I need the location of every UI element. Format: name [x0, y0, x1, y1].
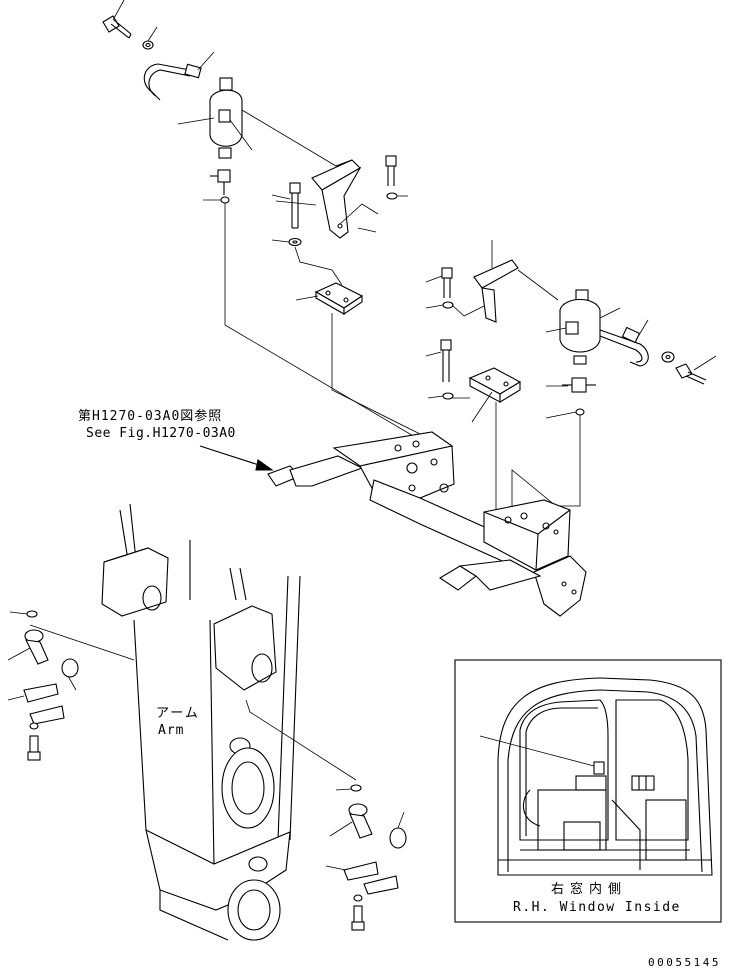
leader-line: [7, 647, 31, 661]
assembly-line: [451, 304, 485, 317]
o-ring-right: [575, 408, 585, 416]
accumulator-upper-left: [209, 77, 243, 159]
pipe-route-line: [511, 415, 581, 507]
leader-line: [295, 295, 319, 301]
inset-frame: [454, 659, 722, 923]
reference-label-en: See Fig.H1270-03A0: [86, 426, 236, 441]
leader-line: [271, 239, 290, 243]
leader-line: [479, 735, 595, 767]
cab-window-view: [497, 677, 713, 876]
leader-line: [241, 109, 337, 167]
assembly-line: [339, 203, 379, 225]
leader-line: [177, 117, 215, 125]
reference-label-jp: 第H1270-03A0図参照: [78, 409, 223, 424]
washer-upper-left: [142, 40, 154, 50]
leader-line: [335, 788, 352, 791]
clamp-band-upper-left: [143, 63, 202, 101]
leader-line: [67, 675, 77, 691]
washer-bracket-right: [386, 192, 398, 200]
leader-line: [271, 194, 291, 200]
leader-line: [197, 51, 215, 71]
leader-line: [329, 821, 353, 837]
leader-line: [517, 269, 559, 301]
bolt-upper-left: [102, 15, 132, 39]
inset-caption-en: R.H. Window Inside: [513, 900, 681, 915]
reference-arrow: [199, 445, 263, 467]
pipe-route-line: [245, 699, 357, 781]
leader-line: [112, 0, 125, 21]
boom-valve-assembly: [267, 431, 587, 617]
pipe-route-line: [29, 624, 135, 661]
mounting-plate-upper-left: [314, 282, 364, 316]
pipe-route-line: [224, 203, 433, 448]
leader-line: [599, 307, 621, 319]
fitting-group-middle: [343, 784, 407, 931]
bolt-right-clamp: [675, 363, 707, 385]
leader-line: [635, 319, 649, 341]
bolt-bracket-right: [385, 155, 397, 186]
leader-line: [693, 355, 717, 371]
leader-line: [425, 304, 444, 309]
bolt-bracket-left: [289, 182, 301, 229]
fitting-upper-left: [210, 169, 231, 195]
leader-line: [147, 26, 158, 42]
fitting-right: [562, 377, 596, 393]
leader-line: [425, 351, 442, 357]
leader-line: [275, 200, 317, 206]
fitting-group-left: [23, 610, 79, 761]
leader-line: [427, 395, 444, 399]
assembly-line: [294, 246, 343, 286]
leader-line: [545, 327, 567, 333]
leader-line: [357, 227, 377, 233]
leader-line: [325, 865, 347, 871]
leader-line: [425, 275, 443, 283]
leader-line: [545, 411, 577, 419]
bracket-upper-left: [311, 159, 362, 239]
bolt-right-lower: [440, 339, 452, 382]
leader-line: [7, 695, 25, 701]
inset-caption-jp: 右窓内側: [551, 882, 628, 897]
arm-label-en: Arm: [158, 723, 185, 738]
arm-label-jp: アーム: [156, 706, 200, 721]
leader-line: [9, 611, 28, 615]
washer-bracket-left: [288, 237, 302, 247]
arrow-head: [255, 459, 274, 471]
o-ring-upper-left: [220, 196, 230, 204]
leader-line: [471, 391, 493, 423]
arm-structure: [101, 503, 301, 941]
washer-right-lower: [442, 392, 454, 400]
accumulator-right: [559, 289, 601, 365]
leader-line: [229, 119, 253, 151]
washer-right-clamp: [661, 351, 675, 363]
leader-line: [397, 811, 405, 829]
drawing-code: 00055145: [648, 956, 721, 969]
bolt-right-top: [441, 267, 453, 298]
bracket-right: [473, 259, 519, 323]
clamp-band-right: [599, 326, 649, 367]
washer-right-top: [442, 301, 454, 309]
mounting-plate-right: [468, 367, 522, 403]
pipe-route-line: [331, 313, 433, 441]
